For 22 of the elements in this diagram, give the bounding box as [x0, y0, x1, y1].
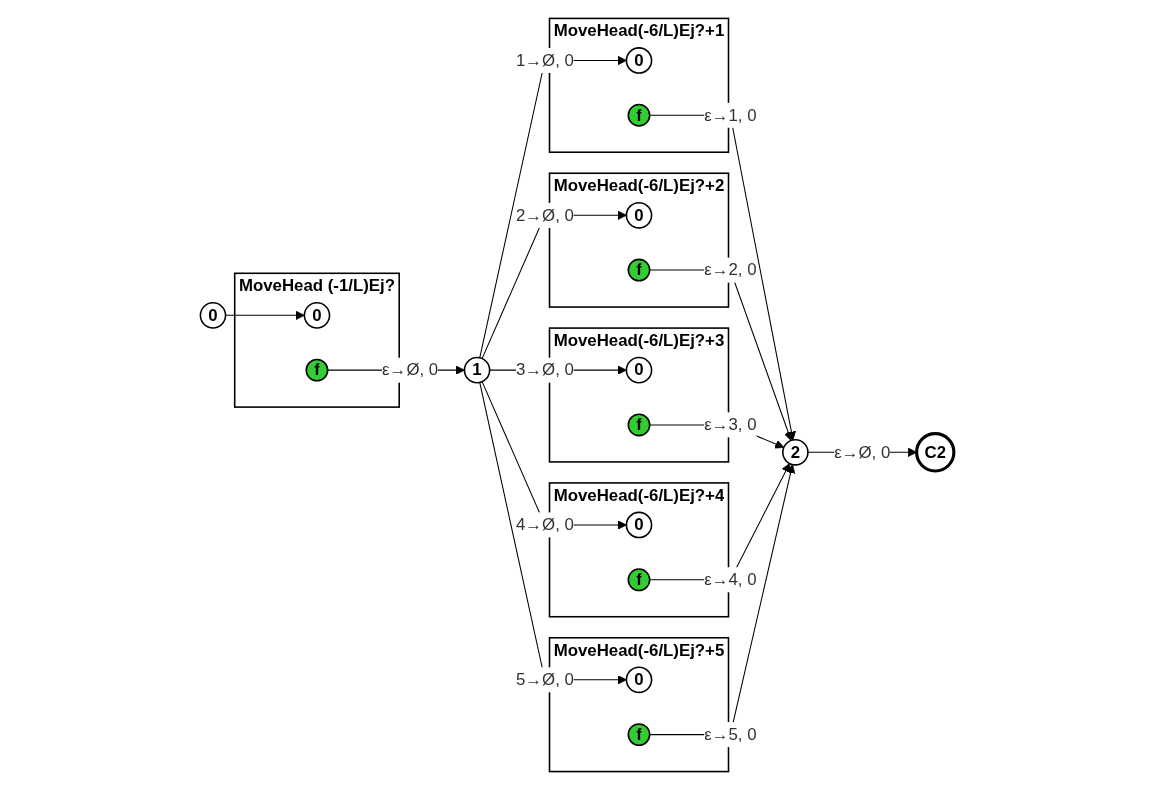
node-circle: 0 — [625, 511, 653, 539]
node-circle: 0 — [625, 666, 653, 694]
edge-label: ε→Ø, 0 — [834, 442, 891, 461]
arrow — [649, 114, 796, 441]
node-circle: f — [627, 568, 651, 592]
node-circle: 2 — [781, 438, 809, 466]
node-circle: 1 — [463, 356, 491, 384]
node-circle: f — [627, 723, 651, 747]
node-circle: f — [627, 413, 651, 437]
edge-label: ε→5, 0 — [703, 725, 757, 744]
node-circle: 0 — [625, 356, 653, 384]
node-circle: f — [627, 258, 651, 282]
edge-label: ε→4, 0 — [703, 570, 757, 589]
node-circle: C2 — [914, 432, 956, 473]
node-circle: f — [305, 358, 329, 382]
node-circle: 0 — [625, 201, 653, 229]
node-circle: 0 — [625, 47, 653, 74]
node-circle: 0 — [199, 302, 227, 329]
edge-label: 5→Ø, 0 — [515, 670, 574, 689]
arrow — [649, 269, 793, 441]
node-circle: 0 — [303, 302, 331, 329]
node-circle: f — [627, 103, 651, 127]
